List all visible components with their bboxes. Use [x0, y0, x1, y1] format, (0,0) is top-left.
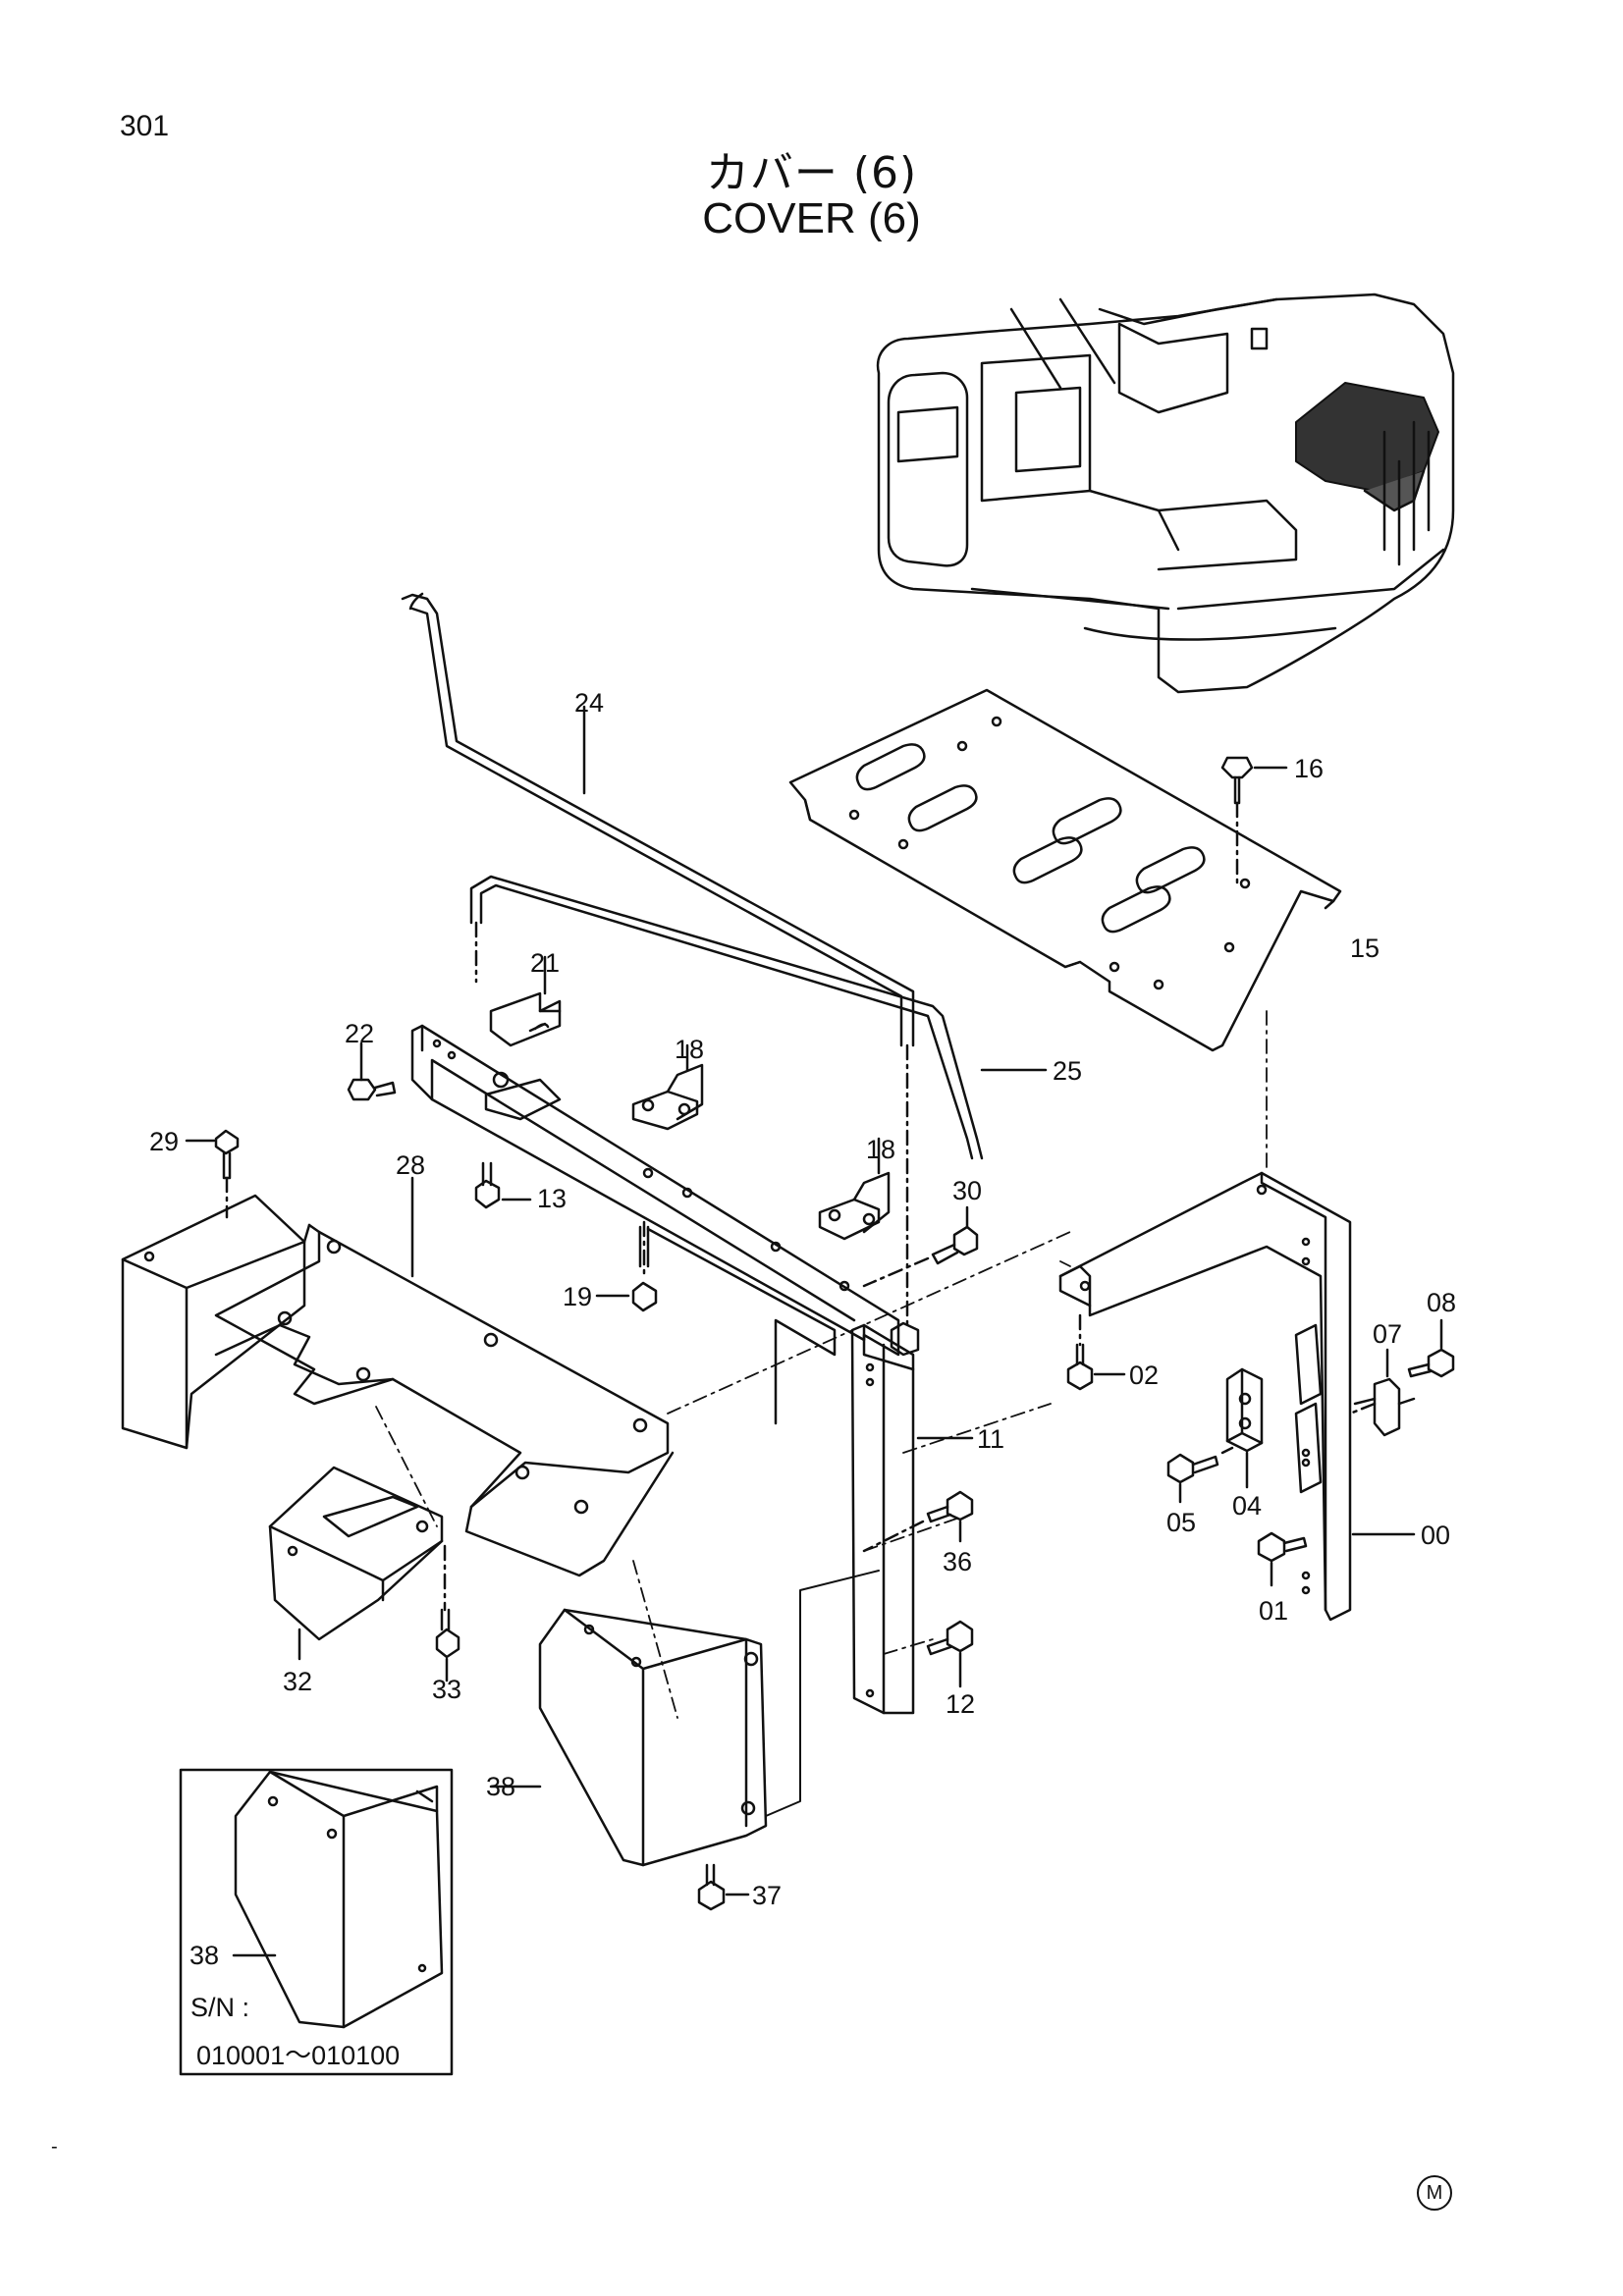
callout-04: 04: [1232, 1491, 1262, 1521]
callout-labels: 24 16 15 21 22 18 25 29 28 13 18 30 19 0…: [149, 688, 1456, 1970]
part-24-rod: [401, 592, 915, 1327]
part-38-cover: [489, 1608, 768, 1867]
callout-13: 13: [537, 1184, 567, 1213]
callout-08: 08: [1427, 1288, 1456, 1317]
callout-18-lower: 18: [866, 1135, 895, 1164]
callout-15: 15: [1350, 934, 1380, 963]
callout-05: 05: [1166, 1508, 1196, 1537]
title-english: COVER (6): [702, 194, 921, 242]
excavator-overview-illustration: [876, 293, 1455, 694]
callout-38: 38: [486, 1772, 515, 1801]
callout-18-upper: 18: [675, 1035, 704, 1064]
callout-37: 37: [752, 1881, 782, 1910]
callout-02: 02: [1129, 1361, 1159, 1390]
part-25-rod: [469, 875, 1048, 1160]
part-32-cover: [268, 1466, 444, 1661]
part-02-bolt: [1066, 1313, 1126, 1391]
callout-22: 22: [345, 1019, 374, 1048]
part-07-clip: [1348, 1348, 1416, 1437]
callout-07: 07: [1373, 1319, 1402, 1349]
part-18-bracket-lower: [818, 1137, 891, 1241]
part-36-bolt: [862, 1490, 974, 1553]
callout-32: 32: [283, 1667, 312, 1696]
margin-mark: -: [51, 2136, 58, 2158]
callout-25: 25: [1053, 1056, 1082, 1086]
part-18-bracket-upper: [631, 1043, 704, 1131]
callout-00: 00: [1421, 1521, 1450, 1550]
part-04-bracket: [1225, 1367, 1264, 1489]
part-01-bolt: [1257, 1531, 1308, 1587]
part-08-bolt: [1407, 1318, 1455, 1378]
part-15-cover-plate: [788, 688, 1342, 1052]
callout-11: 11: [977, 1424, 1004, 1454]
part-37-bolt: [697, 1863, 750, 1911]
part-30-bolt: [862, 1205, 979, 1288]
inset-serial-variant: [179, 1768, 454, 2076]
title-japanese: カバー (6): [705, 148, 918, 198]
part-16-bolt: [1220, 756, 1288, 885]
callout-24: 24: [574, 688, 604, 718]
inset-serial-range: 010001～010100: [196, 2041, 401, 2070]
callout-12: 12: [946, 1689, 975, 1719]
callout-33: 33: [432, 1675, 461, 1704]
part-33-bolt: [435, 1544, 460, 1682]
callout-30: 30: [952, 1176, 982, 1205]
part-28-cover: [121, 1176, 675, 1577]
callout-16: 16: [1294, 754, 1324, 783]
circled-m-mark: M: [1417, 2175, 1452, 2211]
callout-29: 29: [149, 1127, 179, 1156]
diagram-center-lines: [375, 1010, 1268, 1719]
part-22-bolt: [347, 1041, 397, 1101]
part-long-channel-bracket: [410, 1024, 900, 1357]
part-11-upright: [765, 1321, 974, 1817]
callout-21: 21: [530, 948, 560, 978]
page-number: 301: [120, 110, 170, 142]
part-21-bracket: [489, 955, 562, 1047]
callout-38-inset: 38: [189, 1941, 219, 1970]
callout-19: 19: [563, 1282, 592, 1311]
part-00-frame: [1058, 1171, 1416, 1622]
inset-serial-label: S/N :: [190, 1993, 250, 2022]
callout-01: 01: [1259, 1596, 1288, 1626]
part-05-bolt: [1166, 1446, 1234, 1504]
part-29-bolt: [185, 1129, 240, 1219]
part-19-bolt: [595, 1220, 837, 1425]
callout-28: 28: [396, 1150, 425, 1180]
part-13-bolt: [474, 1161, 532, 1209]
callout-36: 36: [943, 1547, 972, 1576]
part-12-bolt: [926, 1620, 974, 1688]
